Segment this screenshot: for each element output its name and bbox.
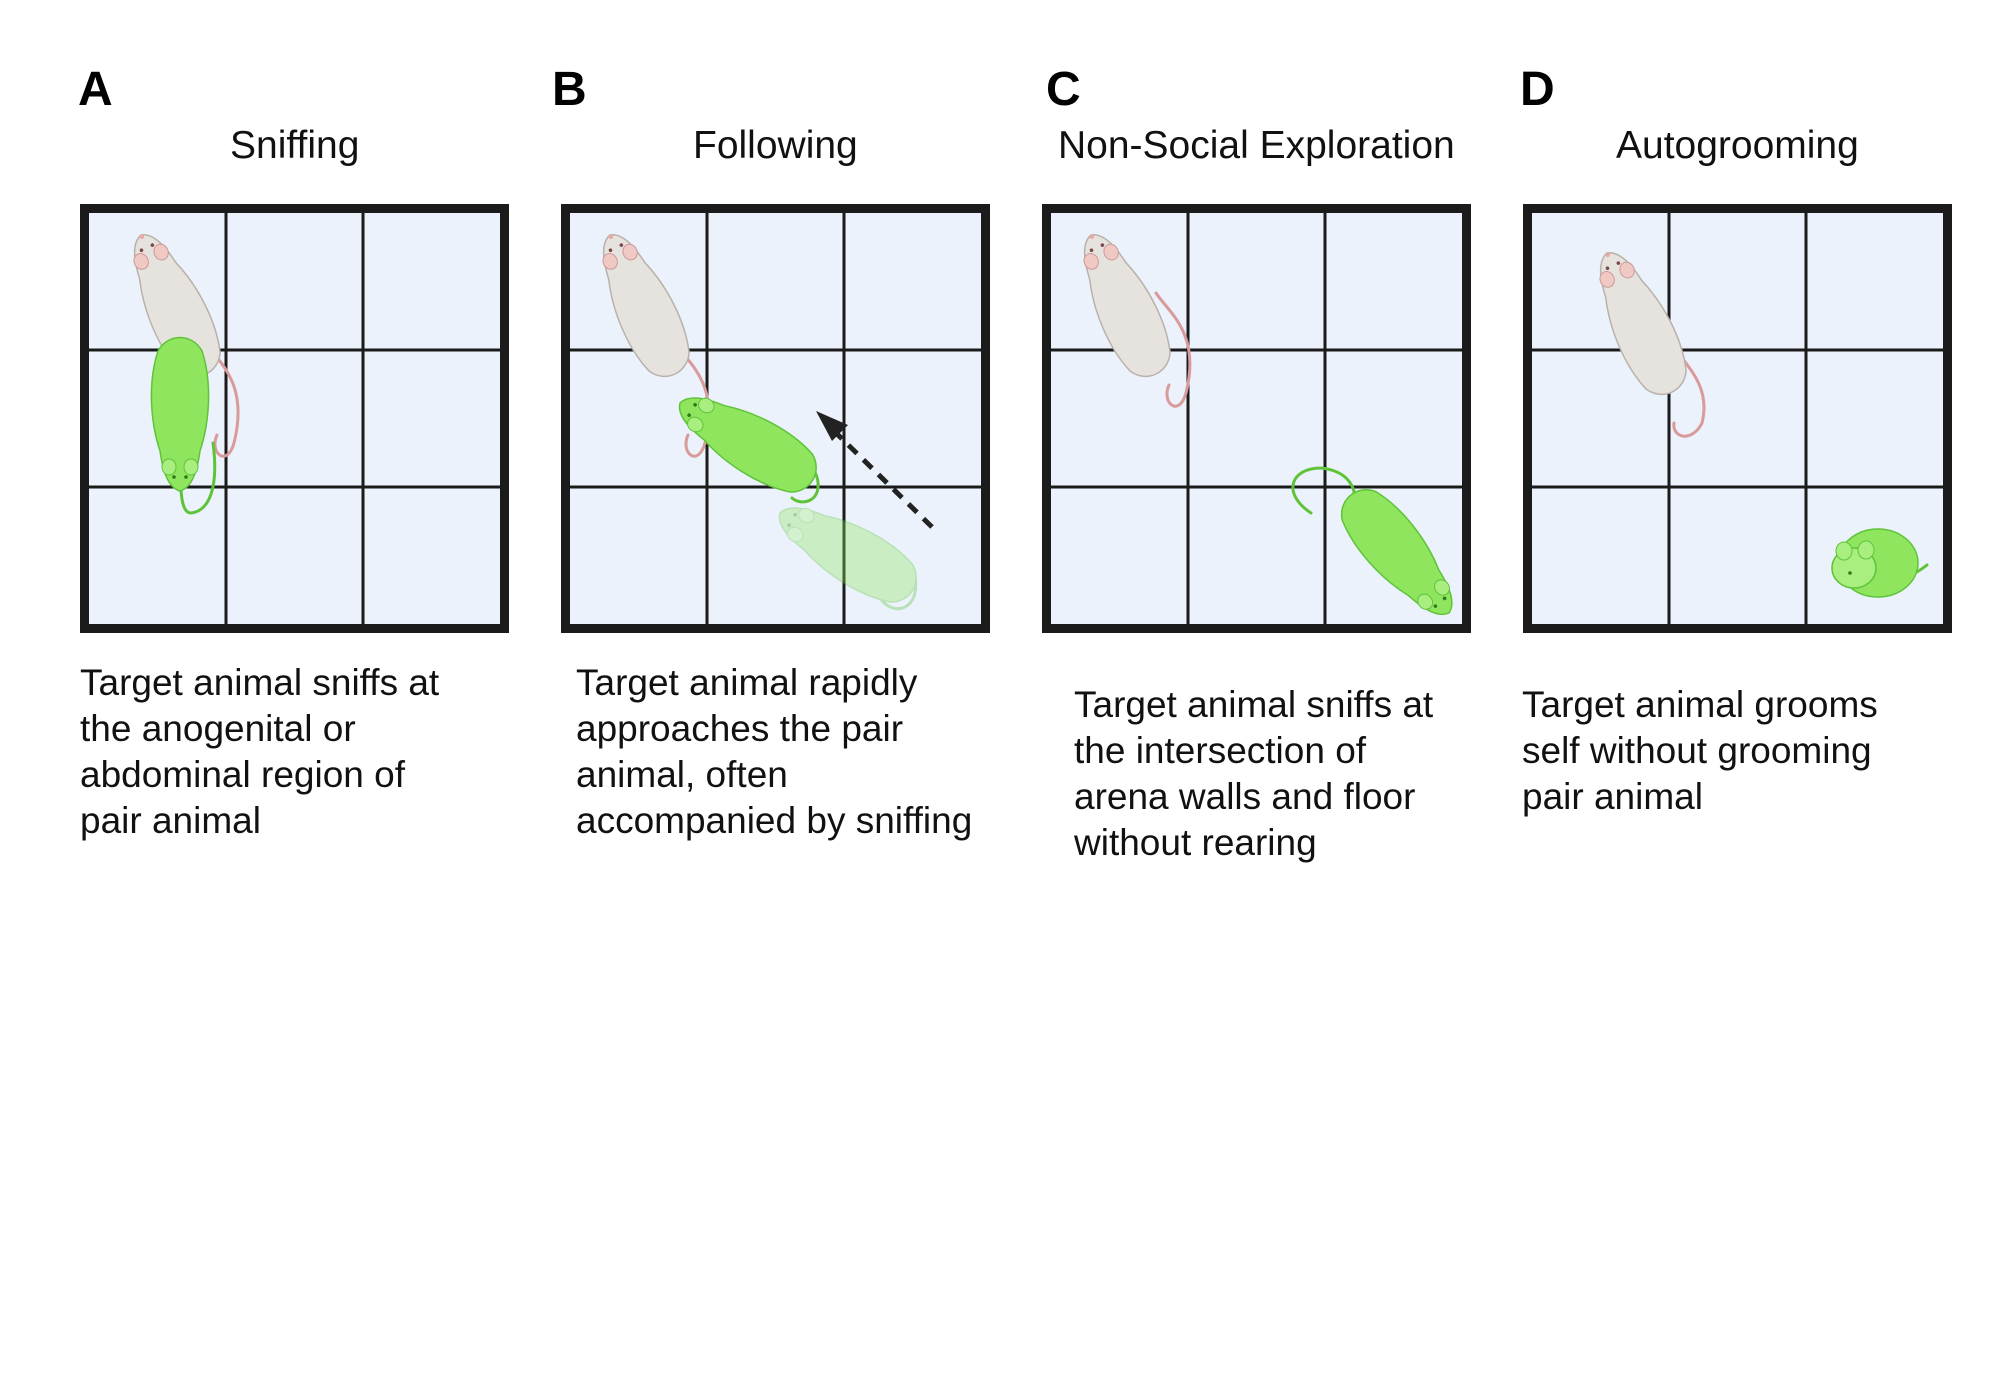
arena-b-drawing xyxy=(568,211,983,626)
arena-d xyxy=(1523,204,1952,633)
arena-c xyxy=(1042,204,1472,633)
panel-letter-d: D xyxy=(1520,63,1555,116)
panel-description-d: Target animal grooms self without groomi… xyxy=(1522,684,1878,817)
arena-a-drawing xyxy=(87,211,502,626)
panel-description-b: Target animal rapidly approaches the pai… xyxy=(576,662,973,841)
panel-letter-b: B xyxy=(552,63,587,116)
green-mouse-icon xyxy=(150,336,217,515)
panel-letter-c: C xyxy=(1046,63,1081,116)
white-mouse-icon xyxy=(1064,221,1192,408)
panel-title-a: Sniffing xyxy=(230,124,360,167)
green-mouse-icon-faded xyxy=(764,487,928,616)
arena-c-drawing xyxy=(1049,211,1472,633)
panel-description-a: Target animal sniffs at the anogenital o… xyxy=(80,662,440,841)
white-mouse-icon xyxy=(1580,239,1706,438)
panel-title-d: Autogrooming xyxy=(1616,124,1859,167)
green-mouse-icon-grooming xyxy=(1831,528,1929,598)
dashed-arrow-icon xyxy=(816,411,934,529)
panel-letter-a: A xyxy=(78,63,113,116)
arena-a xyxy=(80,204,509,633)
panel-description-c: Target animal sniffs at the intersection… xyxy=(1074,684,1434,863)
green-mouse-icon xyxy=(664,377,828,506)
panel-title-b: Following xyxy=(693,124,858,167)
arena-b xyxy=(561,204,990,633)
green-mouse-icon xyxy=(1291,466,1472,633)
arena-d-drawing xyxy=(1530,211,1945,626)
panel-title-c: Non-Social Exploration xyxy=(1058,124,1455,167)
white-mouse-icon xyxy=(114,221,240,458)
